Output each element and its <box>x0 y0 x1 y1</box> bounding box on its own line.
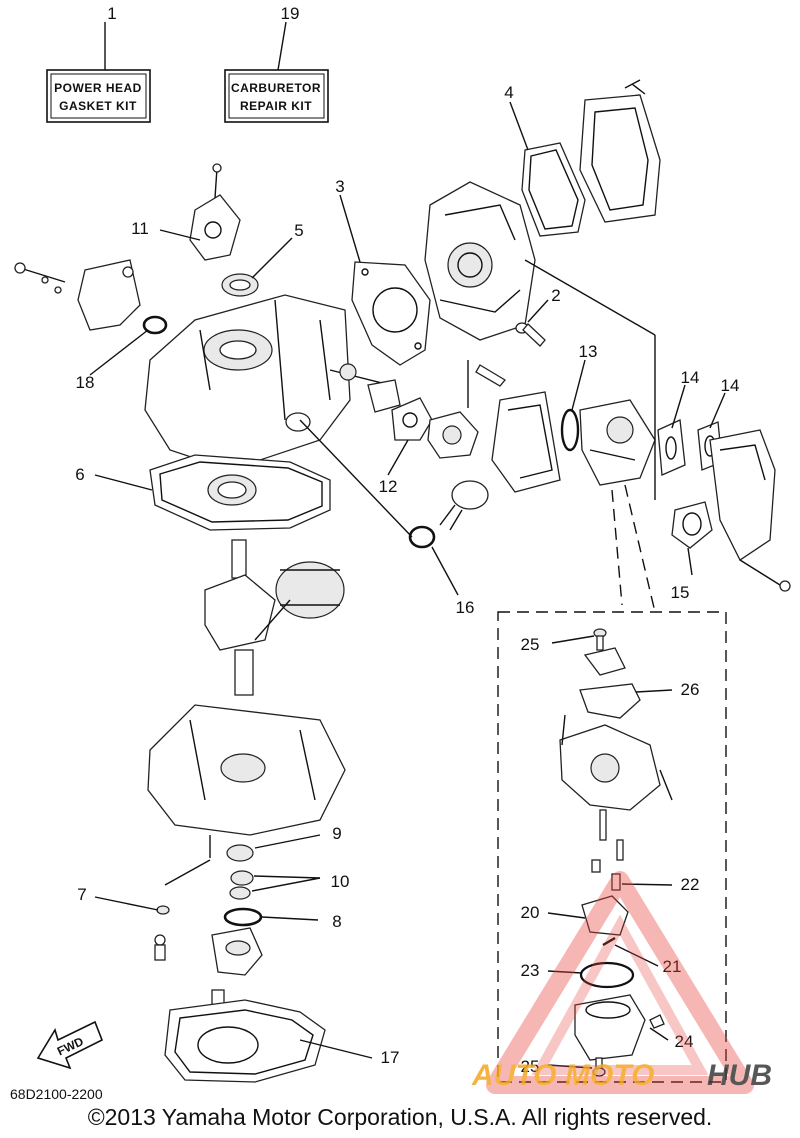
callout-24: 24 <box>675 1032 694 1051</box>
washer-7 <box>154 859 211 961</box>
o-ring-13 <box>560 408 580 452</box>
callout-21: 21 <box>663 957 682 976</box>
callout-11: 11 <box>131 219 149 238</box>
oil-seal-9 <box>226 844 254 862</box>
callout-23: 23 <box>521 961 540 980</box>
callout-17: 17 <box>381 1048 400 1067</box>
kit-label-line1: CARBURETOR <box>231 81 321 95</box>
callout-26: 26 <box>681 680 700 699</box>
carb-screw-25b <box>592 1057 606 1077</box>
gasket-15 <box>671 501 713 549</box>
callout-25b: 25 <box>521 1057 540 1076</box>
head-gasket-3 <box>351 261 431 366</box>
callout-14b: 14 <box>721 376 740 395</box>
callout-25a: 25 <box>521 635 540 654</box>
carb-gasket-23 <box>579 961 635 989</box>
cover-11 <box>189 163 241 261</box>
carb-body <box>559 714 673 873</box>
oil-seals-10 <box>229 870 254 900</box>
callout-4: 4 <box>504 83 513 102</box>
thermostat <box>439 480 489 531</box>
intake-manifold <box>491 391 561 493</box>
crankcase-gasket-6 <box>149 454 331 531</box>
callout-9: 9 <box>332 824 341 843</box>
carburetor-repair-kit-box: CARBURETOR REPAIR KIT <box>224 69 329 123</box>
thermostat-cover <box>427 360 506 459</box>
callout-5: 5 <box>294 221 303 240</box>
gasket-14a <box>657 419 686 476</box>
crankshaft-piston <box>204 539 345 696</box>
fuel-pump <box>14 259 141 331</box>
carb-screw-25a <box>593 628 607 651</box>
callout-18: 18 <box>76 373 95 392</box>
fwd-arrow-icon: FWD <box>36 1020 104 1070</box>
exhaust-cover <box>579 79 661 223</box>
lower-crankcase <box>147 704 346 858</box>
kit-label-line1: POWER HEAD <box>54 81 142 95</box>
anode-plug <box>367 379 401 413</box>
carb-bowl <box>574 994 665 1061</box>
power-head-gasket-kit-box: POWER HEAD GASKET KIT <box>46 69 151 123</box>
o-ring-16 <box>408 525 436 549</box>
callout-10: 10 <box>331 872 350 891</box>
oil-seal-5 <box>221 273 259 297</box>
gasket-4 <box>521 142 586 237</box>
carb-jet-22 <box>611 873 621 891</box>
copyright-notice: ©2013 Yamaha Motor Corporation, U.S.A. A… <box>87 1104 713 1130</box>
cylinder-block <box>144 294 391 471</box>
watermark-auto: AUTO <box>471 1059 556 1092</box>
cylinder-head <box>424 181 536 341</box>
o-ring-8 <box>223 907 263 927</box>
callout-19: 19 <box>281 4 300 23</box>
automotohub-watermark: AUTO MOTO HUB <box>471 871 772 1094</box>
carburetor-detail-frame <box>497 611 727 1083</box>
watermark-moto: MOTO <box>565 1059 654 1092</box>
callout-7: 7 <box>77 885 86 904</box>
callout-22: 22 <box>681 875 700 894</box>
callout-6: 6 <box>75 465 84 484</box>
callout-1: 1 <box>107 4 116 23</box>
callout-15: 15 <box>671 583 690 602</box>
callout-3: 3 <box>335 177 344 196</box>
carb-plate-26 <box>579 647 641 719</box>
callout-13: 13 <box>579 342 598 361</box>
o-ring-18 <box>142 315 168 335</box>
kit-label-line2: GASKET KIT <box>59 99 137 113</box>
gasket-17 <box>164 999 326 1083</box>
callout-20: 20 <box>521 903 540 922</box>
carburetor-assy <box>579 399 656 486</box>
pump-housing <box>211 927 263 1011</box>
silencer <box>709 429 791 592</box>
kit-label-line2: REPAIR KIT <box>240 99 312 113</box>
washer-bolt-2 <box>515 322 546 347</box>
callout-14a: 14 <box>681 368 700 387</box>
gasket-12 <box>391 397 433 441</box>
watermark-hub: HUB <box>707 1059 772 1092</box>
callout-16: 16 <box>456 598 475 617</box>
callout-12: 12 <box>379 477 398 496</box>
carb-pin-21 <box>602 936 616 947</box>
diagram-code: 68D2100-2200 <box>10 1086 103 1102</box>
carb-float-20 <box>581 895 629 936</box>
callout-8: 8 <box>332 912 341 931</box>
callout-2: 2 <box>551 286 560 305</box>
